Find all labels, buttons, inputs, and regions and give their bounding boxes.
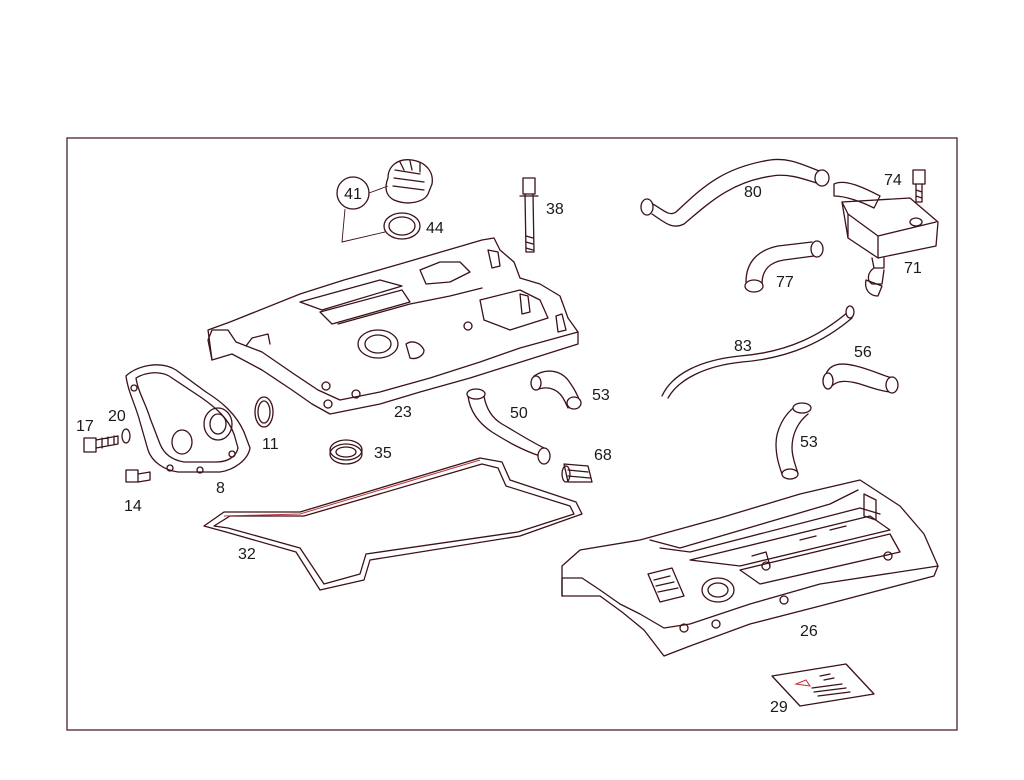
cylinder-head-cover-26[interactable] [561,479,939,657]
callout-circle-41 [336,176,389,243]
bolt-17[interactable] [83,435,119,453]
callout-80: 80 [744,184,762,201]
hose-77[interactable] [744,240,824,293]
sealing-ring-44[interactable] [383,212,421,240]
callout-26: 26 [800,623,818,640]
hose-53-lower[interactable] [775,402,812,480]
callout-35: 35 [374,445,392,462]
cylinder-head-cover-23[interactable] [207,237,579,415]
callout-11: 11 [262,436,279,453]
callout-20: 20 [108,408,126,425]
bolt-38[interactable] [519,177,539,253]
bolt-14[interactable] [125,469,151,483]
seal-35[interactable] [329,439,363,465]
oil-separator-71[interactable] [833,181,939,297]
washer-20[interactable] [121,428,131,444]
oil-filler-cap[interactable] [385,159,433,204]
callout-44: 44 [426,220,444,237]
callout-83: 83 [734,338,752,355]
callout-74: 74 [884,172,902,189]
screw-74[interactable] [912,169,926,203]
callout-23: 23 [394,404,412,421]
callout-53-lower: 53 [800,434,818,451]
callout-68: 68 [594,447,612,464]
callout-77: 77 [776,274,794,291]
o-ring-11[interactable] [254,396,274,428]
callout-32: 32 [238,546,256,563]
callout-53-upper: 53 [592,387,610,404]
hose-56[interactable] [822,363,899,394]
cover-plate-8[interactable] [125,364,251,474]
callout-8: 8 [216,480,225,497]
callout-14: 14 [124,498,142,515]
callout-50: 50 [510,405,528,422]
gasket-32[interactable] [203,457,583,591]
callout-38: 38 [546,201,564,218]
callout-71: 71 [904,260,922,277]
breather-hose-80[interactable] [640,158,830,227]
callout-56: 56 [854,344,872,361]
vent-line-83[interactable] [661,305,855,399]
valve-68[interactable] [561,463,593,483]
callout-41: 41 [344,186,362,203]
warning-label-29[interactable] [771,663,875,707]
hose-50[interactable] [466,388,551,465]
callout-17: 17 [76,418,94,435]
hose-53-upper[interactable] [530,370,582,410]
callout-29: 29 [770,699,788,716]
diagram-frame [66,137,958,731]
